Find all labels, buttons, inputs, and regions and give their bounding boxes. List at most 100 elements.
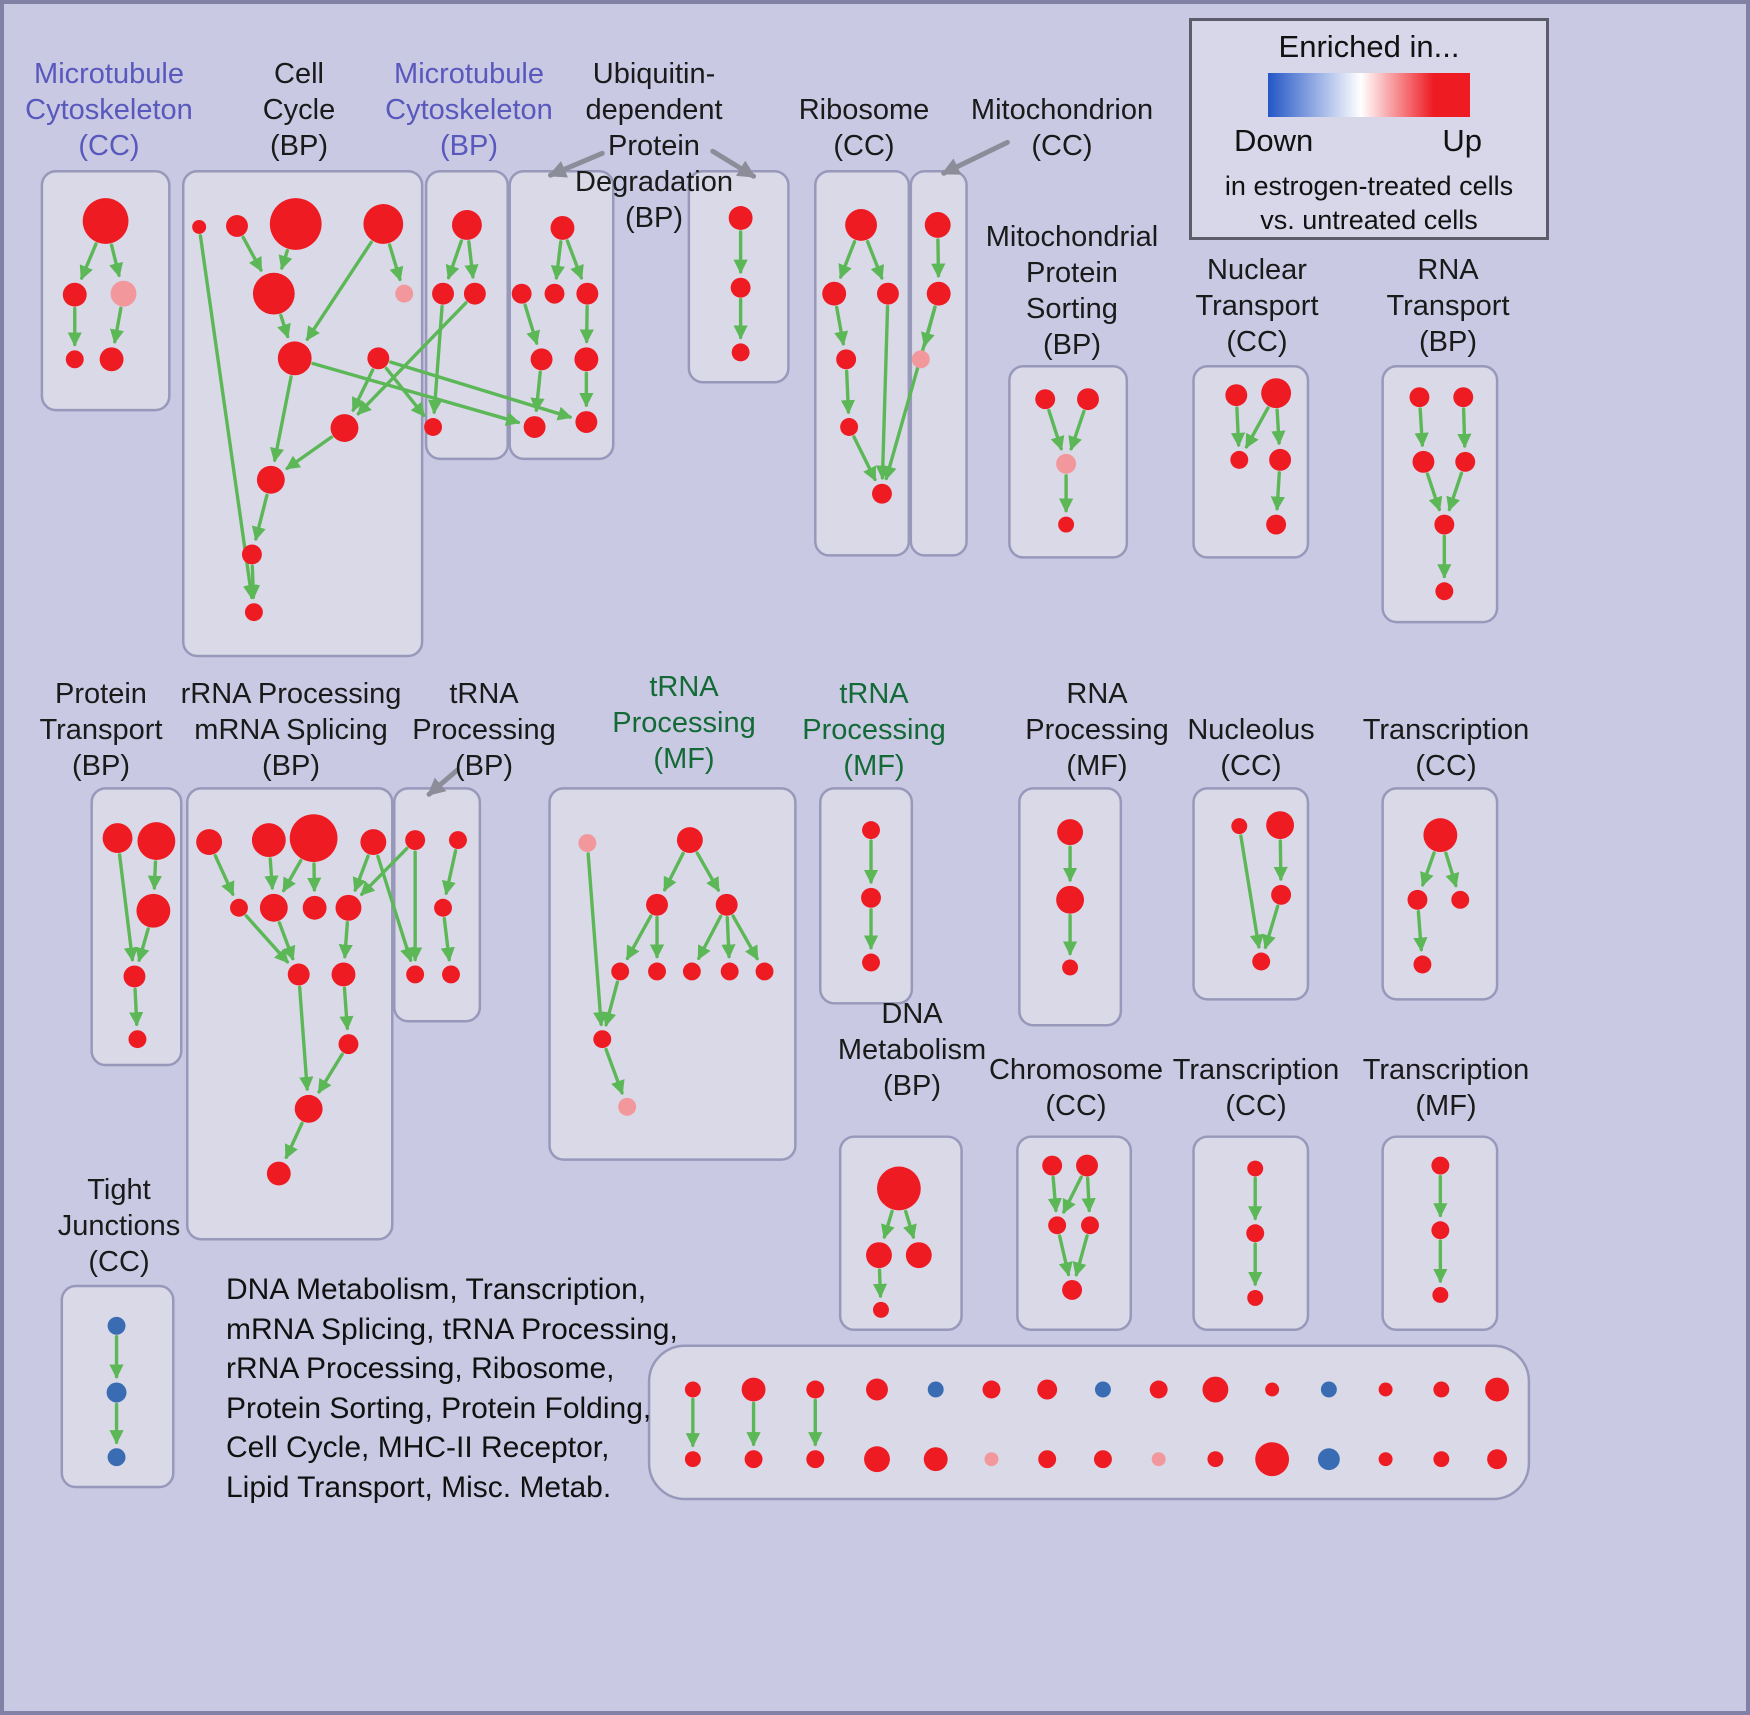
go-node-transcription-cc-upper-2	[1451, 890, 1470, 909]
go-node-mitochondrial-protein-sorting-bp-0	[1035, 389, 1056, 410]
go-node-mixed-categories-strip-8	[927, 1381, 944, 1398]
go-node-trna-processing-mf-large-4	[611, 962, 630, 981]
go-node-nuclear-transport-cc-1	[1261, 378, 1292, 409]
hierarchy-edge-arrow	[241, 235, 263, 272]
cluster-box-dna-metabolism-bp	[838, 1135, 963, 1332]
label-pointer-arrow	[710, 148, 757, 179]
go-node-rna-transport-bp-2	[1412, 450, 1435, 473]
go-node-mixed-categories-strip-6	[866, 1378, 888, 1401]
legend-endpoints: Down Up	[1234, 123, 1482, 159]
hierarchy-edge-arrow	[1230, 406, 1246, 448]
go-node-trna-processing-bp-0	[405, 830, 426, 851]
go-node-chromosome-cc-4	[1062, 1280, 1083, 1300]
go-node-mixed-categories-strip-1	[684, 1451, 701, 1468]
go-node-trna-processing-bp-3	[406, 965, 425, 984]
hierarchy-edge-arrow	[297, 985, 314, 1092]
hierarchy-edge-arrow	[282, 858, 303, 893]
go-node-chromosome-cc-3	[1081, 1216, 1099, 1235]
go-node-rrna-processing-mrna-splicing-bp-4	[230, 898, 248, 917]
legend-up-label: Up	[1442, 123, 1482, 158]
legend-subtitle-line1: in estrogen-treated cells	[1224, 171, 1514, 201]
go-node-trna-processing-bp-2	[434, 898, 452, 917]
hierarchy-edge-arrow	[352, 854, 370, 893]
go-node-microtubule-cytoskeleton-bp-0	[451, 210, 482, 240]
go-node-mixed-categories-strip-25	[1378, 1452, 1393, 1467]
go-node-ribosome-cc-1	[822, 281, 847, 306]
hierarchy-edge-arrow	[109, 243, 124, 278]
go-node-rna-processing-mf-0	[1057, 819, 1084, 846]
hierarchy-edge-arrow	[695, 851, 721, 892]
go-node-microtubule-cytoskeleton-bp-1	[432, 282, 454, 305]
hierarchy-edge-arrow	[662, 851, 685, 892]
hierarchy-edge-arrow	[852, 435, 877, 482]
hierarchy-edge-arrow	[604, 1047, 625, 1095]
go-node-ribosome-cc-4	[840, 418, 859, 436]
hierarchy-edge-arrow	[1068, 409, 1086, 451]
go-node-tight-junctions-cc-0	[107, 1316, 126, 1335]
go-node-mitochondrion-cc-1	[926, 281, 951, 306]
legend-subtitle-line2: vs. untreated cells	[1260, 205, 1478, 235]
hierarchy-edge-arrow	[1444, 851, 1460, 888]
enrichment-gradient-bar	[1268, 73, 1470, 117]
hierarchy-edge-arrow	[1273, 839, 1288, 882]
go-node-mixed-categories-strip-17	[1151, 1452, 1166, 1467]
go-node-mixed-categories-strip-9	[923, 1447, 948, 1472]
go-node-ubiquitin-degradation-left-box-1	[511, 283, 532, 304]
go-node-transcription-cc-lower-2	[1247, 1289, 1264, 1306]
go-node-ubiquitin-degradation-left-box-4	[530, 348, 553, 371]
go-node-rna-transport-bp-1	[1453, 387, 1474, 408]
go-node-trna-processing-mf-large-6	[682, 962, 701, 981]
cluster-box-microtubule-cytoskeleton-bp	[424, 169, 509, 461]
go-node-microtubule-cytoskeleton-bp-3	[424, 418, 443, 436]
go-node-ubiquitin-degradation-bp-2	[731, 343, 750, 362]
hierarchy-edge-arrow	[881, 1209, 895, 1240]
go-node-nuclear-transport-cc-3	[1269, 448, 1292, 471]
hierarchy-edge-arrow	[360, 846, 409, 896]
go-node-protein-transport-bp-4	[128, 1030, 147, 1049]
go-node-transcription-cc-upper-0	[1423, 818, 1458, 853]
hierarchy-edge-arrow	[1457, 407, 1472, 449]
hierarchy-edge-arrow	[875, 304, 890, 480]
go-node-cell-cycle-bp-9	[256, 465, 285, 494]
go-node-nucleolus-cc-0	[1231, 818, 1248, 835]
go-node-transcription-cc-upper-3	[1413, 955, 1432, 974]
hierarchy-edge-arrow	[579, 304, 594, 344]
go-node-mixed-categories-strip-18	[1202, 1376, 1229, 1403]
hierarchy-edge-arrow	[109, 306, 124, 344]
go-node-mixed-categories-strip-28	[1485, 1377, 1510, 1402]
hierarchy-edge-arrow	[79, 242, 98, 281]
hierarchy-edge-arrow	[840, 369, 856, 415]
go-node-cell-cycle-bp-2	[269, 198, 322, 250]
go-node-trna-processing-mf-small-1	[861, 887, 881, 908]
go-node-ubiquitin-degradation-left-box-3	[576, 282, 599, 305]
go-node-protein-transport-bp-1	[137, 822, 176, 860]
go-node-microtubule-cytoskeleton-cc-4	[99, 347, 124, 372]
go-node-trna-processing-mf-large-2	[646, 893, 668, 916]
go-node-protein-transport-bp-2	[136, 893, 171, 928]
cluster-box-chromosome-cc	[1016, 1135, 1133, 1332]
go-node-mixed-categories-strip-13	[1038, 1450, 1057, 1469]
go-node-mixed-categories-strip-26	[1433, 1381, 1450, 1398]
go-node-transcription-cc-lower-1	[1246, 1224, 1265, 1243]
go-node-rrna-processing-mrna-splicing-bp-9	[331, 962, 356, 987]
go-node-ribosome-cc-3	[836, 349, 857, 370]
go-node-cell-cycle-bp-10	[241, 544, 262, 565]
hierarchy-edge-arrow	[389, 360, 573, 421]
go-node-cell-cycle-bp-0	[192, 219, 207, 234]
go-network-diagram	[40, 139, 1531, 1501]
hierarchy-edge-arrow	[602, 980, 620, 1027]
go-node-rrna-processing-mrna-splicing-bp-11	[294, 1094, 323, 1123]
go-node-trna-processing-mf-large-0	[578, 834, 597, 853]
go-node-rna-transport-bp-3	[1455, 451, 1476, 472]
hierarchy-edge-arrow	[931, 238, 946, 278]
go-node-mixed-categories-strip-4	[806, 1380, 825, 1399]
hierarchy-edge-arrow	[1446, 471, 1464, 512]
go-node-chromosome-cc-0	[1042, 1155, 1063, 1176]
go-node-transcription-cc-lower-0	[1247, 1160, 1264, 1177]
go-node-ubiquitin-degradation-left-box-6	[523, 416, 546, 438]
nodes-layer	[62, 198, 1510, 1477]
go-node-rrna-processing-mrna-splicing-bp-6	[302, 895, 327, 920]
go-node-rrna-processing-mrna-splicing-bp-3	[360, 829, 387, 856]
hierarchy-edge-arrow	[129, 987, 144, 1027]
go-node-trna-processing-mf-large-1	[676, 827, 703, 854]
